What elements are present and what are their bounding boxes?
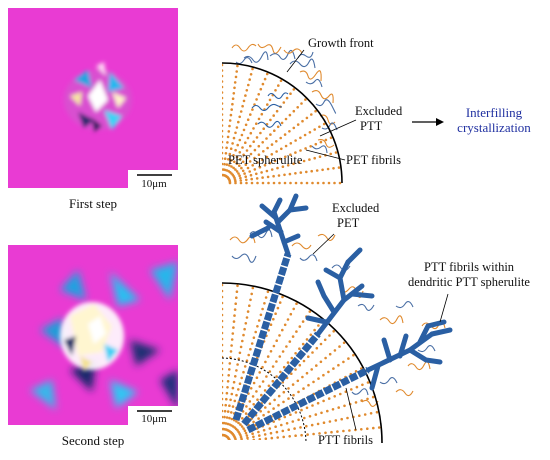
label-ptt-fibrils-within-2: dendritic PTT spherulite	[408, 275, 530, 289]
label-ptt-fibrils-within-1: PTT fibrils within	[424, 260, 515, 274]
label-pet-fibrils: PET fibrils	[346, 153, 401, 167]
bottom-schematic: Excluded PET PTT fibrils within dendriti…	[221, 193, 530, 447]
pet-fibril-chains	[251, 92, 289, 128]
label-growth-front: Growth front	[308, 36, 374, 50]
label-excluded-pet-2: PET	[337, 216, 360, 230]
label-ptt-fibrils: PTT fibrils	[318, 433, 373, 447]
caption-second-step: Second step	[62, 433, 124, 448]
label-excluded-ptt-2: PTT	[360, 119, 383, 133]
caption-first-step: First step	[69, 196, 117, 211]
excluded-pet-chains	[229, 229, 446, 407]
top-schematic: Growth front Excluded PTT PET spherulite…	[221, 36, 531, 185]
scale-bar-label: 10μm	[141, 413, 167, 425]
label-excluded-ptt-1: Excluded	[355, 104, 403, 118]
micrograph-first-step: 10μm	[8, 8, 178, 190]
label-interfilling-1: Interfilling	[466, 105, 523, 120]
micrograph-second-step: 10μm	[8, 245, 178, 425]
scale-bar-label: 10μm	[141, 178, 167, 190]
label-pet-spherulite: PET spherulite	[228, 153, 303, 167]
spherulite-boundary-arc	[221, 282, 383, 444]
growth-front-arc	[221, 62, 343, 184]
excluded-ptt-chains	[231, 43, 338, 154]
ptt-fibrils	[232, 252, 370, 434]
label-excluded-pet-1: Excluded	[332, 201, 380, 215]
label-interfilling-2: crystallization	[457, 120, 531, 135]
ptt-dendrites	[249, 193, 453, 391]
pet-fibrils-dots	[222, 63, 342, 185]
